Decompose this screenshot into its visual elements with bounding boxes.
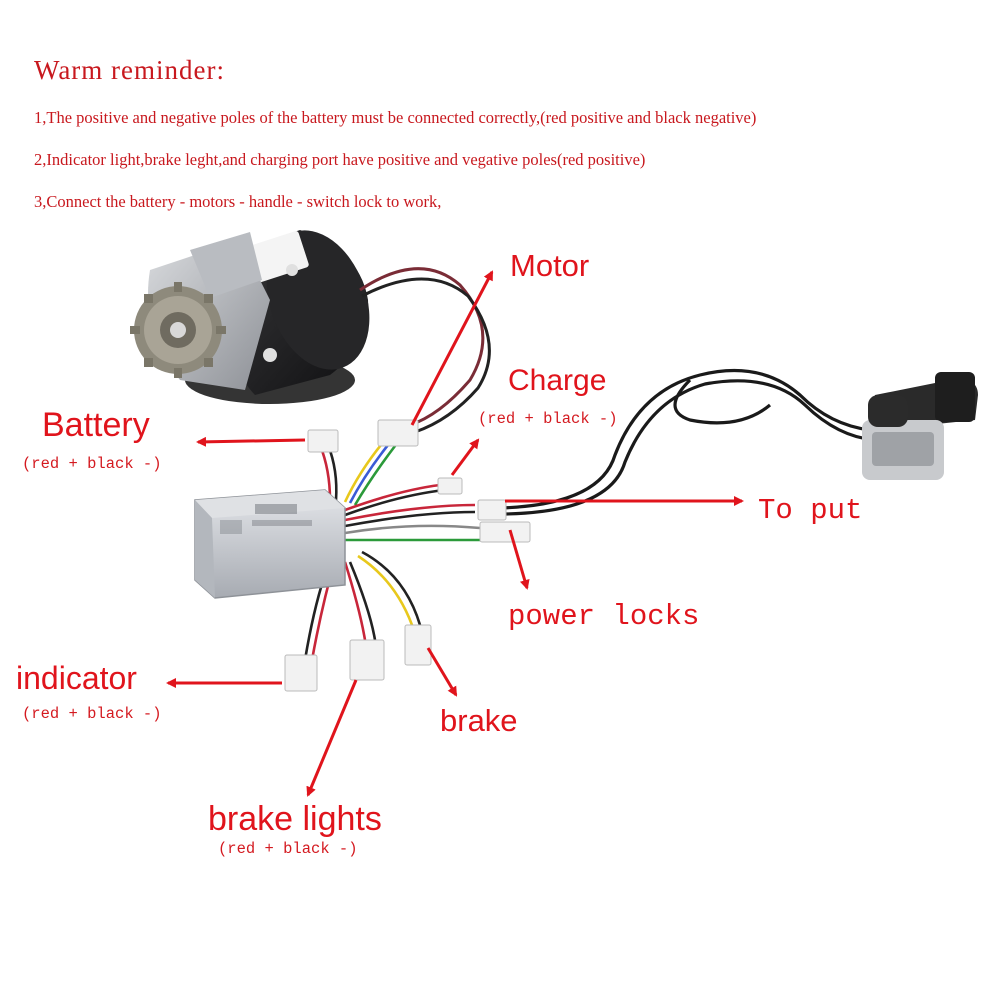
label-brake-lights: brake lights <box>208 800 382 838</box>
label-motor: Motor <box>510 248 590 283</box>
label-charge: Charge <box>508 364 607 397</box>
battery-arrow <box>196 436 306 447</box>
connectors <box>284 419 531 692</box>
label-brake-lights-polarity: (red + black -) <box>218 840 358 858</box>
reminder-line-3: 3,Connect the battery - motors - handle … <box>34 192 442 211</box>
motor-illustration <box>130 230 370 404</box>
charge-arrow <box>450 438 480 476</box>
power-locks-arrow <box>508 529 530 590</box>
reminder-title: Warm reminder: <box>34 55 226 85</box>
reminder-line-1: 1,The positive and negative poles of the… <box>34 108 757 127</box>
label-battery: Battery <box>42 406 150 444</box>
reminder-line-2: 2,Indicator light,brake leght,and chargi… <box>34 150 646 169</box>
label-indicator-polarity: (red + black -) <box>22 705 162 723</box>
label-battery-polarity: (red + black -) <box>22 455 162 473</box>
motor-wires <box>359 267 491 434</box>
brake-arrow <box>426 647 458 697</box>
throttle-handle <box>862 372 978 480</box>
label-charge-polarity: (red + black -) <box>478 410 618 428</box>
annotation-arrows <box>166 270 744 797</box>
controller-box <box>194 489 346 599</box>
brake-lights-arrow <box>306 679 358 797</box>
label-power-locks: power locks <box>508 600 700 633</box>
throttle-cable <box>499 368 876 516</box>
label-to-put: To put <box>758 494 863 527</box>
label-indicator: indicator <box>16 660 137 696</box>
label-brake: brake <box>440 703 518 738</box>
motor-arrow <box>410 270 494 426</box>
